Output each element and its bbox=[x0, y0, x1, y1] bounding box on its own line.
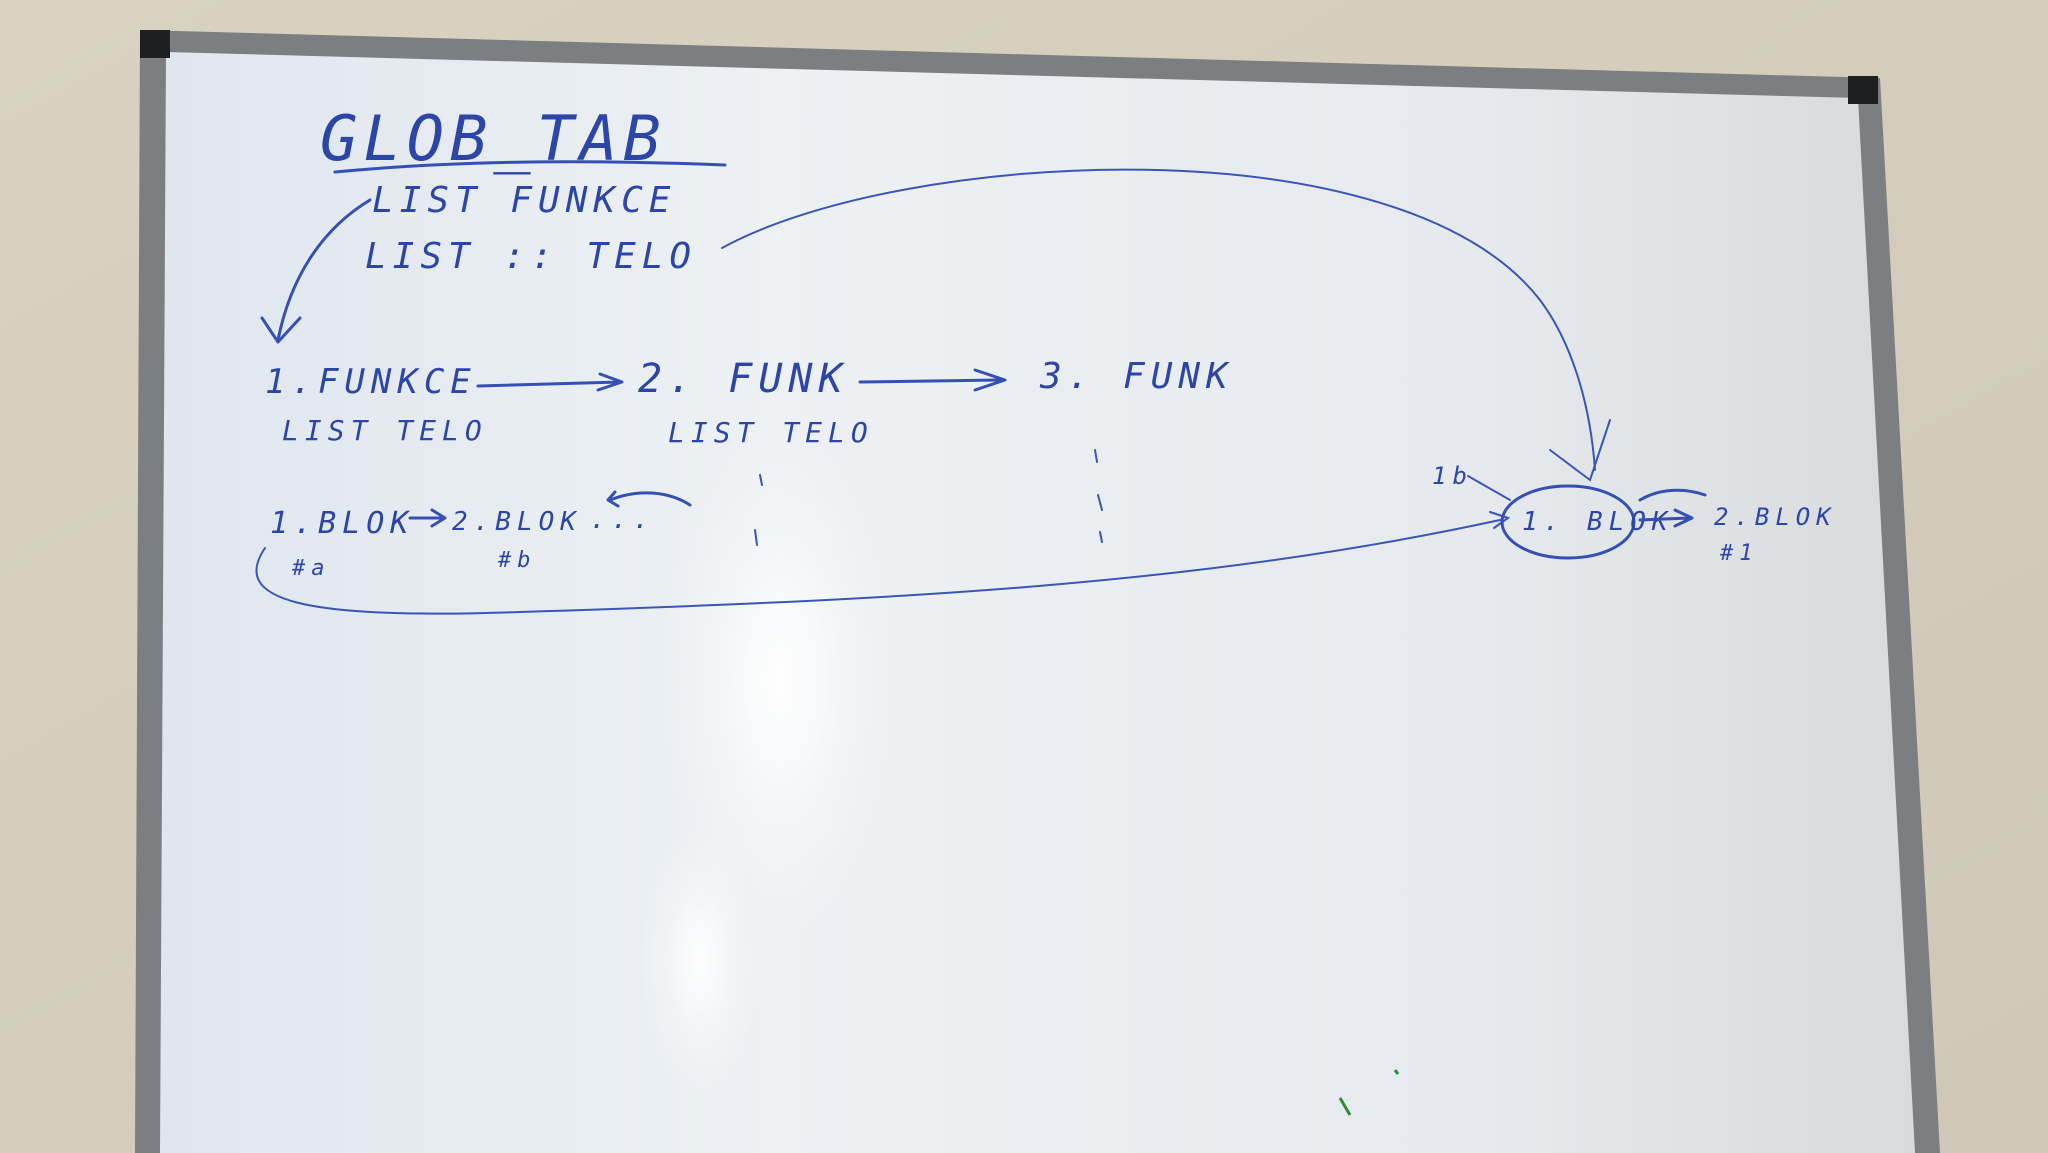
back-arrow bbox=[606, 490, 692, 508]
arrow-to-functions bbox=[276, 198, 372, 342]
board-surface bbox=[160, 52, 1915, 1153]
note-a: #a bbox=[291, 556, 331, 581]
arrowhead bbox=[260, 316, 302, 344]
arc-to-right-block bbox=[721, 168, 1596, 471]
stray-marks bbox=[1338, 1069, 1400, 1116]
arrow-fn2-fn3 bbox=[858, 378, 1002, 384]
arrowhead bbox=[1549, 419, 1611, 482]
left-ellipsis: ... bbox=[590, 505, 655, 535]
right-left-mark: 1b bbox=[1432, 462, 1473, 490]
arrow-block1-block2 bbox=[408, 508, 447, 528]
header-line-1: LIST FUNKCE bbox=[372, 180, 676, 221]
loop-to-right-block bbox=[255, 519, 1501, 615]
right-note: #1 bbox=[1719, 541, 1759, 566]
frame-corner bbox=[1848, 76, 1878, 104]
function-1-sub: LIST TELO bbox=[282, 414, 488, 447]
left-block-2: 2.BLOK bbox=[452, 507, 582, 537]
right-block-2: 2.BLOK bbox=[1714, 503, 1837, 531]
header-line-2: LIST :: TELO bbox=[365, 236, 697, 277]
continuation-marks bbox=[754, 449, 1103, 546]
arrowhead bbox=[973, 368, 1007, 392]
light-glare bbox=[640, 820, 760, 1100]
function-1-label: 1.FUNKCE bbox=[265, 362, 477, 402]
light-glare bbox=[660, 420, 900, 940]
back-arrow-right bbox=[1638, 488, 1707, 502]
function-2-sub: LIST TELO bbox=[668, 416, 874, 449]
right-block-circle bbox=[1500, 484, 1636, 560]
right-block-1: 1. BLOK bbox=[1522, 507, 1674, 537]
title-underline bbox=[333, 160, 727, 174]
arrowhead bbox=[1489, 511, 1511, 529]
function-2-label: 2. FUNK bbox=[638, 356, 849, 402]
arrowhead bbox=[596, 372, 624, 392]
arrow-right-block1-block2 bbox=[1638, 508, 1694, 528]
mark-connector bbox=[1467, 475, 1511, 501]
frame-corner bbox=[140, 30, 170, 58]
left-block-1: 1.BLOK bbox=[270, 506, 414, 541]
function-3-label: 3. FUNK bbox=[1039, 356, 1234, 397]
note-b: #b bbox=[497, 548, 537, 573]
arrow-fn1-fn2 bbox=[476, 380, 622, 388]
